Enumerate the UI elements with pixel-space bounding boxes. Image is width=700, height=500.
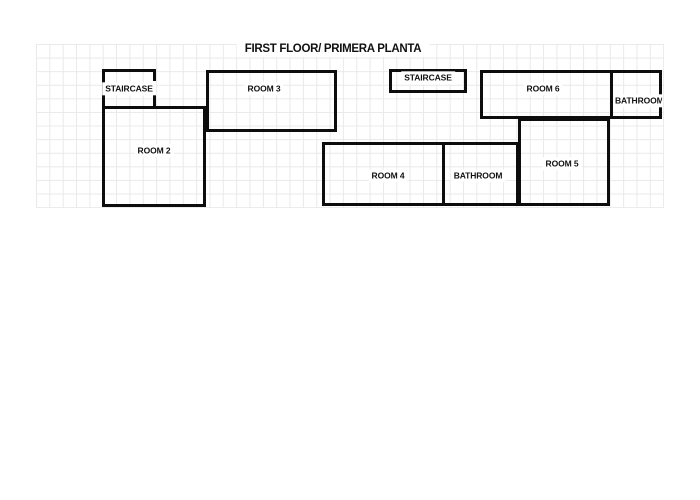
room-4-label: ROOM 4	[368, 169, 408, 183]
room-2-label: ROOM 2	[134, 144, 174, 158]
room-4-bathroom-outline	[322, 142, 519, 206]
room-6-bathroom-divider	[610, 70, 613, 119]
bathroom-center-label: BATHROOM	[450, 169, 506, 183]
staircase-left-label: STAIRCASE	[102, 82, 156, 96]
staircase-center-outline	[389, 69, 467, 93]
page-title: FIRST FLOOR/ PRIMERA PLANTA	[236, 41, 430, 57]
room-3-outline	[206, 70, 337, 132]
bathroom-right-label: BATHROOM	[613, 94, 662, 108]
room-4-bathroom-divider	[442, 142, 445, 206]
staircase-left-wall-right-upper	[153, 69, 156, 81]
staircase-center-label: STAIRCASE	[401, 71, 455, 85]
room-5-label: ROOM 5	[542, 157, 582, 171]
room-5-outline	[518, 118, 610, 206]
room-2-outline	[102, 106, 206, 207]
room-6-label: ROOM 6	[523, 82, 563, 96]
staircase-left-wall-right-lower	[153, 94, 156, 106]
room-3-label: ROOM 3	[244, 82, 284, 96]
staircase-left-wall-top	[102, 69, 156, 72]
